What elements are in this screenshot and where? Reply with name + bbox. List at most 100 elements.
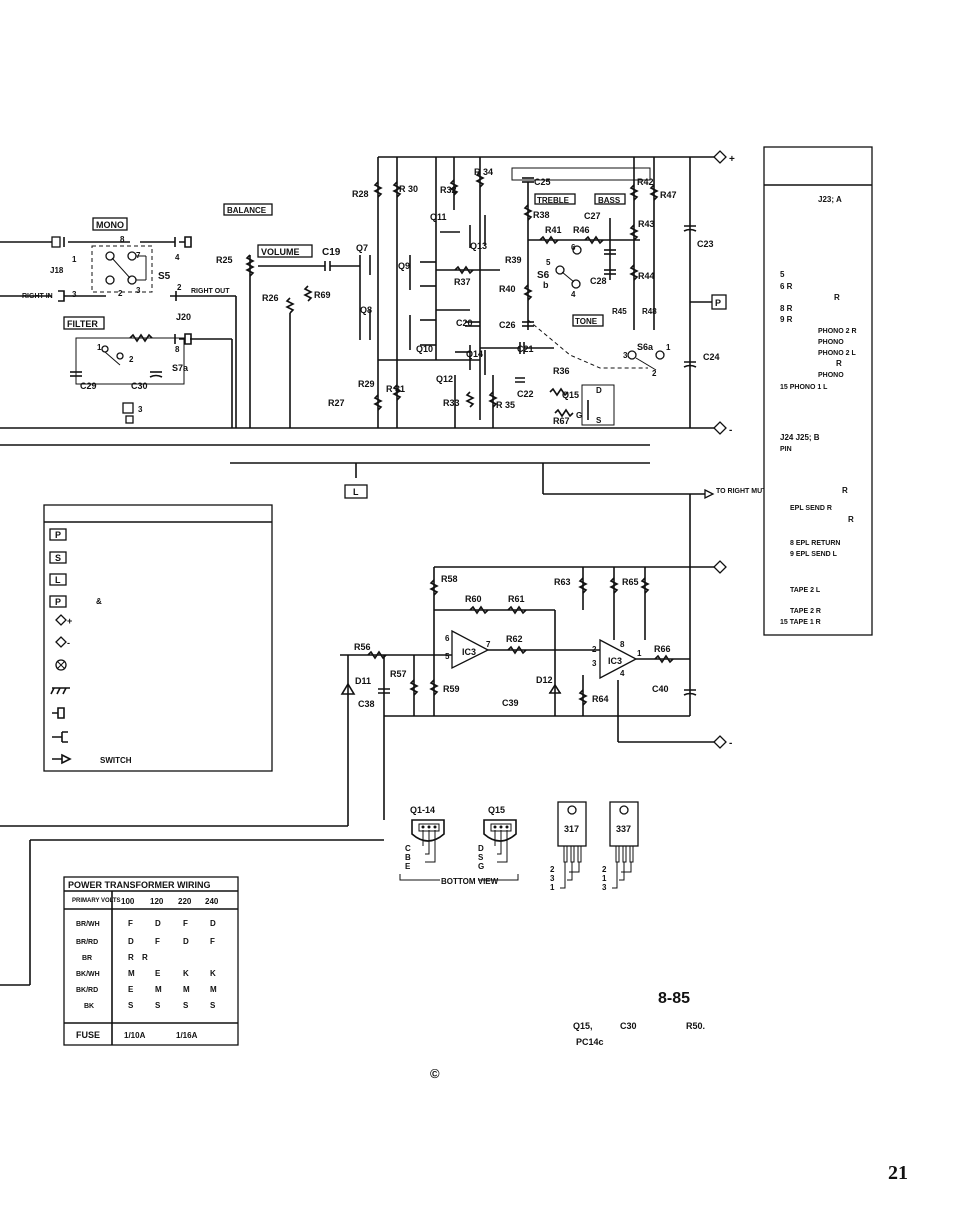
c23-label: C23 [697, 239, 714, 249]
jack-line-12: 15 PHONO 1 L [780, 384, 828, 391]
q12-label: Q12 [436, 374, 453, 384]
legend-symbol-l: L [55, 575, 61, 585]
filter-circuit [70, 333, 233, 428]
c24-label: C24 [703, 352, 720, 362]
jack-line-20: TAPE 2 L [790, 587, 821, 594]
r39-label: R39 [505, 255, 522, 265]
right-out-label: RIGHT OUT [191, 288, 230, 295]
q14-label: Q14 [466, 349, 483, 359]
lm317-label: 317 [564, 824, 579, 834]
filter-label-box [63, 316, 105, 330]
r40-label: R40 [499, 284, 516, 294]
input-section [0, 236, 251, 428]
right-in-label: RIGHT IN [22, 293, 53, 300]
transformer-row-2-wire: BR/RD [76, 939, 98, 946]
transformer-row-6-120: S [155, 1001, 161, 1010]
minus-terminal-top [713, 421, 727, 435]
jack-line-7: PHONO 2 R [818, 328, 857, 335]
r32-label: R32 [440, 185, 457, 195]
c28-label: C28 [590, 276, 607, 286]
d11-label: D11 [355, 676, 371, 686]
r63-label: R63 [554, 577, 571, 587]
transformer-row-1-240: D [210, 919, 216, 928]
transformer-row-6-240: S [210, 1001, 216, 1010]
j18-label: J18 [50, 266, 64, 275]
q8-label: Q8 [360, 305, 372, 315]
plus-terminal-bottom [713, 560, 727, 574]
page-number: 21 [888, 1162, 908, 1184]
jack-line-16: EPL SEND R [790, 505, 832, 512]
pin-3-right-in: 3 [72, 290, 77, 299]
r28-label: R28 [352, 189, 369, 199]
r48-label: R48 [642, 307, 657, 316]
q11-label: Q11 [430, 212, 447, 222]
transformer-row-5-240: M [210, 985, 217, 994]
pin-g-label: G [478, 862, 484, 871]
bottom-view-label: BOTTOM VIEW [441, 877, 499, 886]
notes-part-pc14c: PC14c [576, 1037, 604, 1047]
c26-label: C26 [499, 320, 516, 330]
mono-label-box [92, 217, 128, 231]
r47-label: R47 [660, 190, 677, 200]
transformer-header-volts: PRIMARY VOLTS [72, 898, 121, 904]
transformer-row-5-100: E [128, 985, 134, 994]
jack-line-9: PHONO 2 L [818, 350, 856, 357]
pin-1-ic3b: 1 [637, 649, 642, 658]
c20-label: C20 [456, 318, 473, 328]
s5-label: S5 [158, 271, 171, 282]
minus-label-top: - [729, 425, 732, 436]
transformer-row-6-220: S [183, 1001, 189, 1010]
transformer-row-3-100: R [128, 953, 134, 962]
pin-c-label: C [405, 844, 411, 853]
transformer-row-1-wire: BR/WH [76, 921, 100, 928]
jack-line-19: 9 EPL SEND L [790, 551, 838, 558]
jack-line-18: 8 EPL RETURN [790, 540, 840, 547]
r35-label: R 35 [496, 400, 515, 410]
c39-label: C39 [502, 698, 519, 708]
filter-label: FILTER [67, 319, 98, 329]
r33-label: R33 [443, 398, 460, 408]
r43-label: R43 [638, 219, 655, 229]
jack-line-6: 9 R [780, 315, 793, 324]
s6a-label: S6a [637, 342, 654, 352]
pin-1-s6a: 1 [666, 343, 671, 352]
pin-2-s6a: 2 [652, 369, 657, 378]
c27-label: C27 [584, 211, 601, 221]
q9-label: Q9 [398, 261, 410, 271]
legend-plus: + [67, 616, 72, 626]
r59-label: R59 [443, 684, 460, 694]
legend-symbol-s: S [55, 553, 61, 563]
r58-label: R58 [441, 574, 458, 584]
treble-label: TREBLE [537, 196, 570, 205]
q10-label: Q10 [416, 344, 433, 354]
notes-part-r50: R50. [686, 1021, 705, 1031]
pin-337-2: 2 [602, 865, 607, 874]
r25-label: R25 [216, 255, 233, 265]
jack-line-14: PIN [780, 446, 792, 453]
pin-3-filter: 3 [138, 405, 143, 414]
q1-14-package-label: Q1-14 [410, 805, 435, 815]
plus-terminal-top [713, 150, 727, 164]
jack-line-11: PHONO [818, 372, 844, 379]
transformer-row-4-220: K [183, 969, 189, 978]
c30-label: C30 [131, 381, 148, 391]
tone-label: TONE [575, 317, 598, 326]
jack-line-13: J24 J25; B [780, 433, 820, 442]
r25-resistor [245, 254, 255, 277]
pin-337-1: 1 [602, 874, 607, 883]
q15-label: Q15 [562, 390, 579, 400]
c19-label: C19 [322, 247, 341, 258]
pin-4-ic3b: 4 [620, 669, 625, 678]
r61-label: R61 [508, 594, 525, 604]
copyright-mark: © [430, 1066, 440, 1081]
r64-label: R64 [592, 694, 609, 704]
transformer-row-2-120: F [155, 937, 160, 946]
r38-label: R38 [533, 210, 550, 220]
r42-label: R42 [637, 177, 654, 187]
transformer-row-1-220: F [183, 919, 188, 928]
legend-box [43, 504, 273, 772]
r57-label: R57 [390, 669, 407, 679]
pin-2-ic3b: 2 [592, 645, 597, 654]
pin-5-ic3a: 5 [445, 652, 450, 661]
pin-4-s6: 4 [571, 290, 576, 299]
